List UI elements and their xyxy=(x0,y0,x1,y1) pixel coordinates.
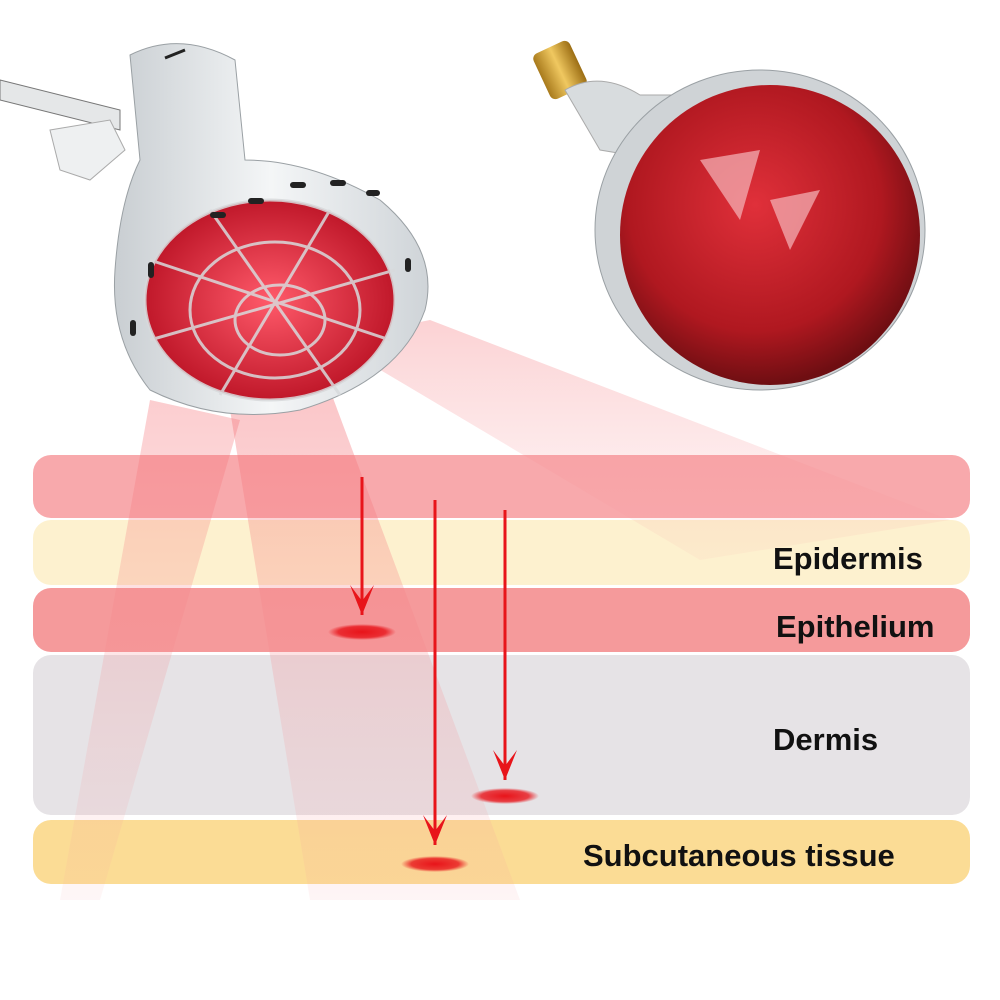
arrow-head xyxy=(423,815,447,845)
bulb-glass xyxy=(620,85,920,385)
light-beam xyxy=(60,400,240,900)
heat-spot xyxy=(401,856,469,872)
arrow-head xyxy=(493,750,517,780)
bulb-base xyxy=(533,40,587,100)
heat-spot xyxy=(328,624,396,640)
bulb-highlight xyxy=(700,150,820,250)
arrow-head xyxy=(350,585,374,615)
light-beam xyxy=(330,320,950,560)
label-subcutaneous: Subcutaneous tissue xyxy=(583,838,895,873)
lamp-switch-mark xyxy=(164,48,186,60)
label-dermis: Dermis xyxy=(773,722,879,757)
lamp-guard-grid xyxy=(143,198,397,402)
heat-spot xyxy=(471,788,539,804)
lamp-arm xyxy=(0,79,121,131)
layer-dermis xyxy=(33,655,970,815)
lamp-clamp xyxy=(49,119,126,181)
label-epithelium: Epithelium xyxy=(776,609,935,644)
penetration-arrows xyxy=(328,477,539,872)
lamp-vents xyxy=(130,180,411,336)
light-beam xyxy=(230,390,520,900)
label-epidermis: Epidermis xyxy=(773,541,923,576)
